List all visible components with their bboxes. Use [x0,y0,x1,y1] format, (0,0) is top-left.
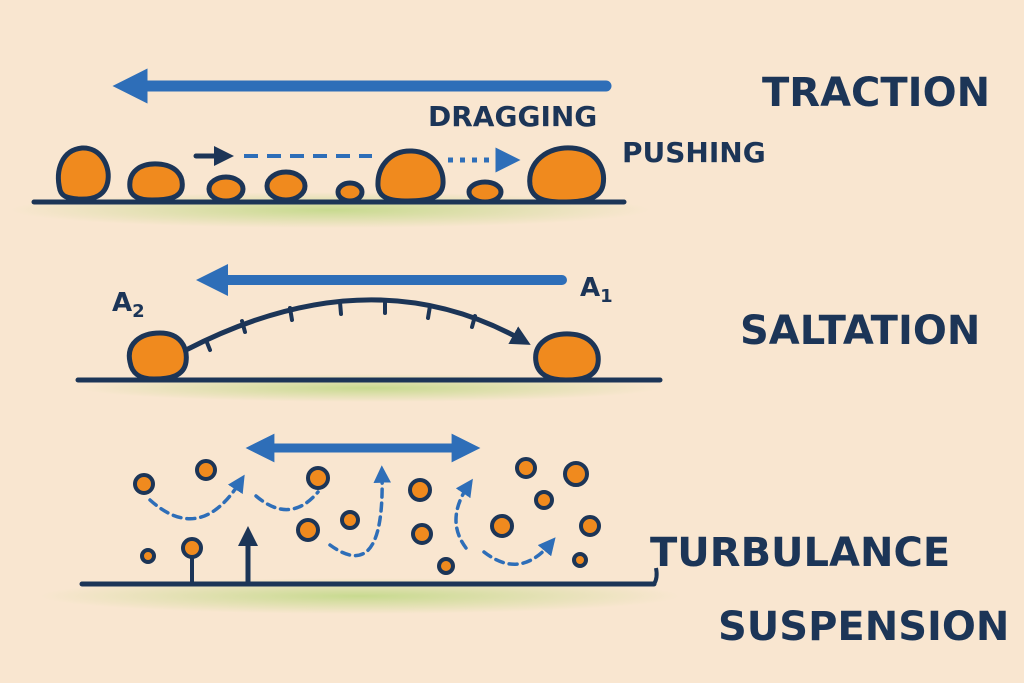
hop-arrow-icon [183,297,531,353]
grain-icon [408,478,432,502]
grain-icon [515,457,537,479]
label-a2: A2 [112,288,145,322]
swirl-arrow-icon [328,465,391,558]
grain-icon [533,331,601,383]
title-traction: TRACTION [762,70,990,116]
traction-panel: DRAGGING PUSHING TRACTION [10,68,990,228]
grain-icon [340,510,360,530]
suspended-grains [133,457,601,575]
grain-icon [140,548,156,564]
grain-icon [126,330,189,382]
suspension-panel: TURBULANCE SUSPENSION [40,433,1009,650]
label-dragging: DRAGGING [428,100,597,133]
ground-glow [40,578,680,614]
grain-icon [306,466,330,490]
label-a1: A1 [580,273,613,307]
grain-icon [56,145,111,202]
ground-line-end-curve [652,567,659,586]
grain-icon [375,148,446,204]
grain-icon [195,459,217,481]
title-suspension: SUSPENSION [718,604,1009,650]
grain-icon [181,537,203,559]
grain-icon [206,174,246,204]
grain-icon [133,473,155,495]
grain-icon [296,518,320,542]
label-pushing: PUSHING [622,136,766,169]
swirl-arrow-icon [148,474,245,521]
grain-icon [437,557,455,575]
grain-icon [579,515,601,537]
swirl-arrow-icon [454,478,473,550]
swirl-arrow-icon [254,490,320,512]
saltation-panel: A2 A1 SALTATION [75,263,980,402]
swirl-arrow-icon [482,537,556,566]
grain-icon [490,514,514,538]
grain-icon [264,169,308,203]
grain-icon [534,490,554,510]
grain-icon [411,523,433,545]
grain-icon [335,180,365,204]
grain-icon [466,179,504,205]
swirl-arrows [148,465,556,566]
hop-tick-marks [204,299,477,352]
title-saltation: SALTATION [740,308,980,354]
grain-icon [127,161,185,203]
grain-icon [572,552,588,568]
grain-icon [527,145,607,205]
grain-icon [563,461,589,487]
title-turbulance: TURBULANCE [650,530,950,576]
